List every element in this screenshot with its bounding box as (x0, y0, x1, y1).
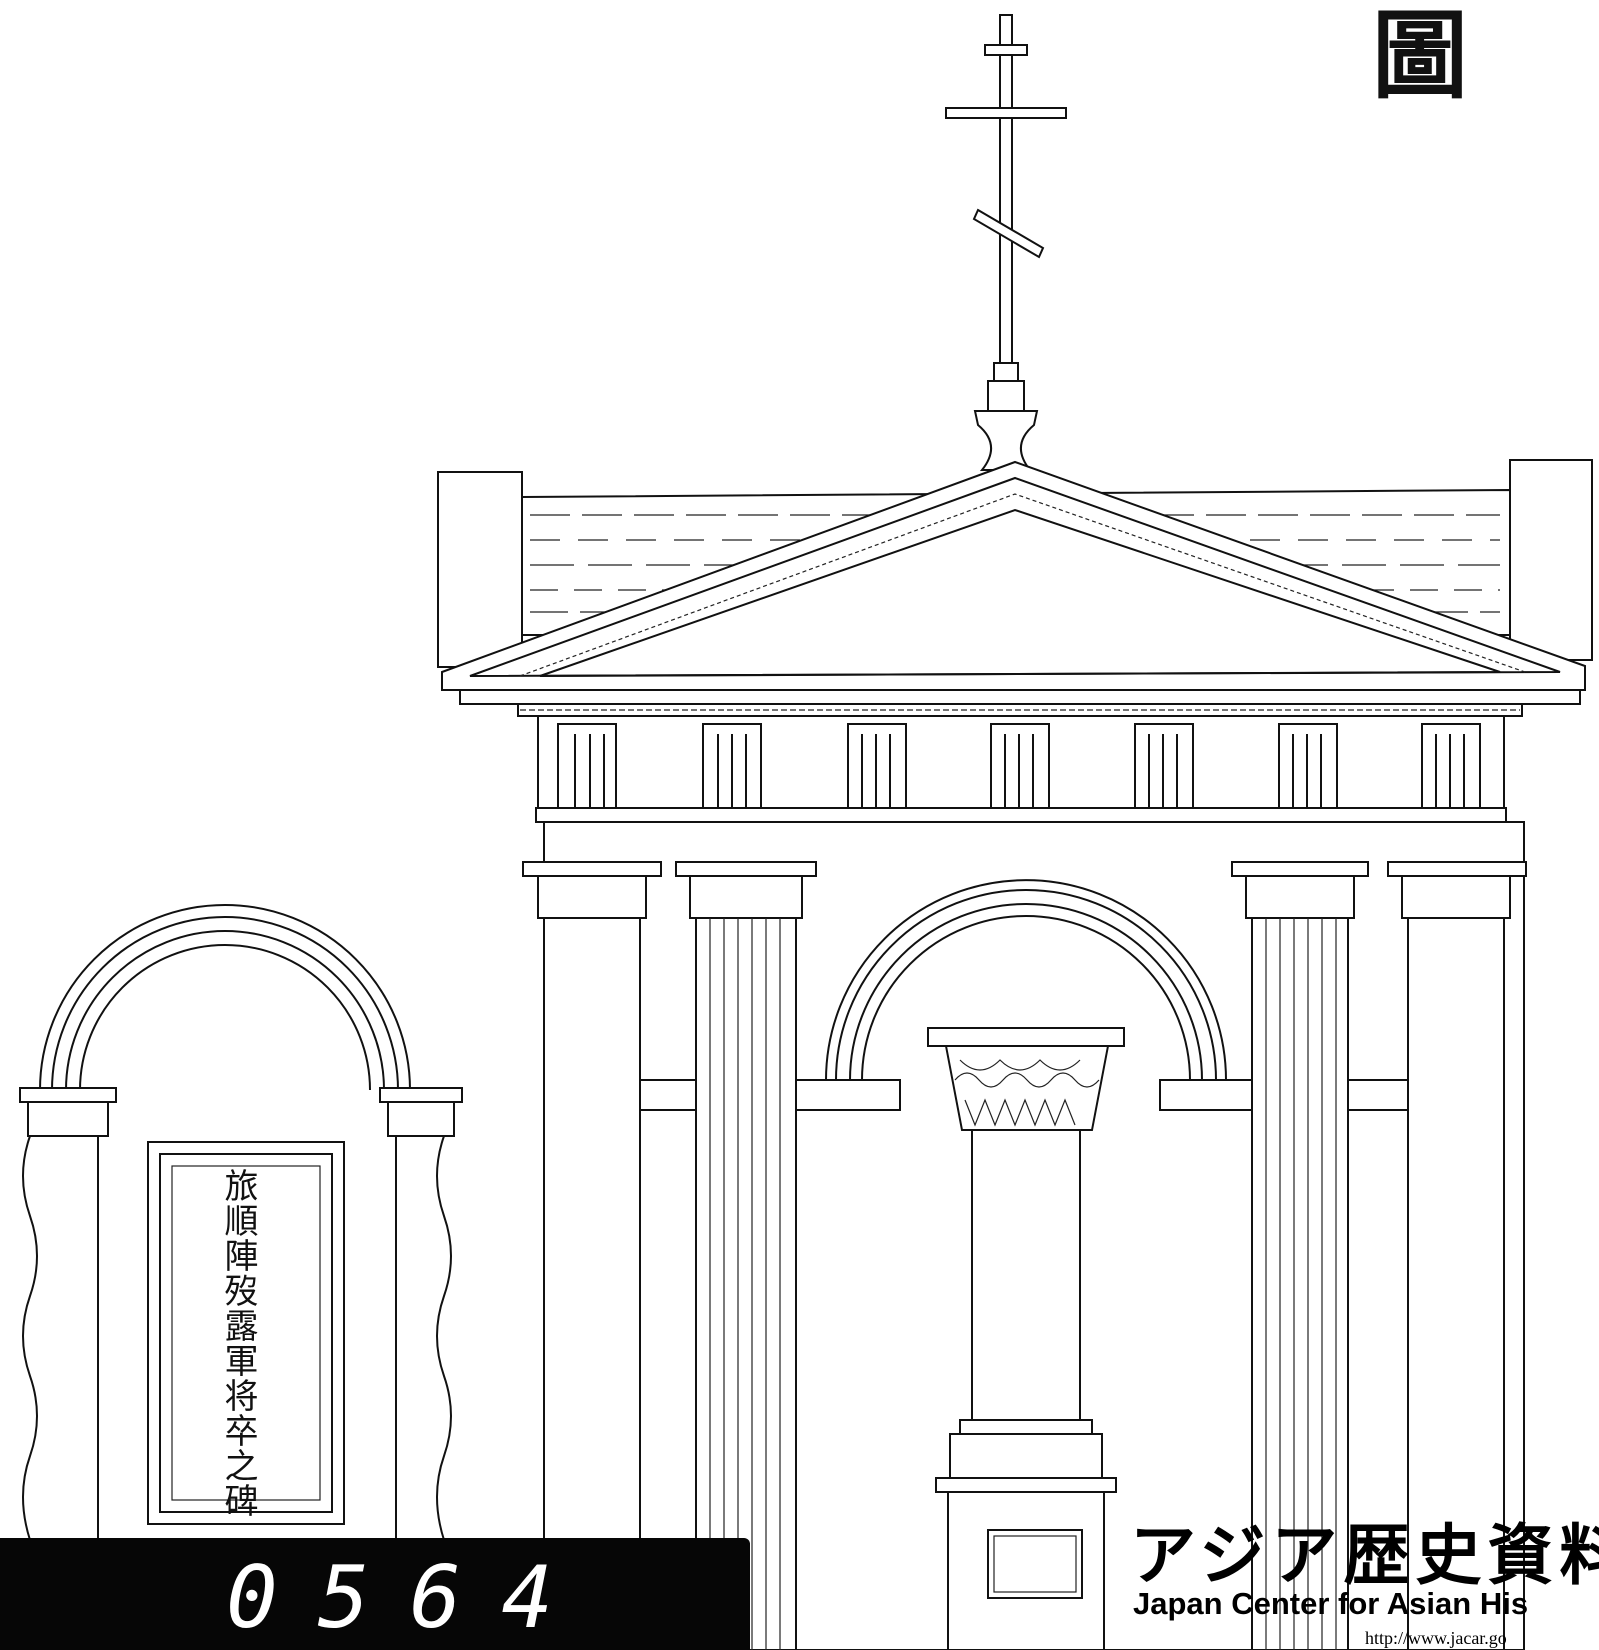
column-right-fluted (1231, 861, 1369, 1650)
jacar-logo-japanese: アジア歴史資料 (1130, 1517, 1599, 1594)
corner-title-glyph: 圖 (1372, 0, 1478, 112)
frame-counter-number: 0564 (226, 1548, 594, 1648)
monument-inscription: 旅順陣歿露軍将卒之碑 (218, 1168, 258, 1518)
jacar-logo-url: http://www.jacar.go (1365, 1628, 1507, 1648)
frame-counter-bar (0, 1538, 750, 1650)
finial (973, 362, 1039, 471)
column-left-plain (522, 861, 662, 1650)
orthodox-cross (945, 14, 1067, 364)
central-corinthian-column (927, 1027, 1125, 1650)
column-left-fluted (675, 861, 817, 1650)
inscription-tablet (147, 1141, 345, 1525)
left-attic-block (437, 471, 523, 668)
right-attic-block (1509, 459, 1593, 661)
left-arch-gateway (19, 904, 463, 1541)
frieze (535, 715, 1507, 823)
jacar-logo-english: Japan Center for Asian His (1133, 1586, 1529, 1621)
column-right-plain (1387, 861, 1527, 1650)
